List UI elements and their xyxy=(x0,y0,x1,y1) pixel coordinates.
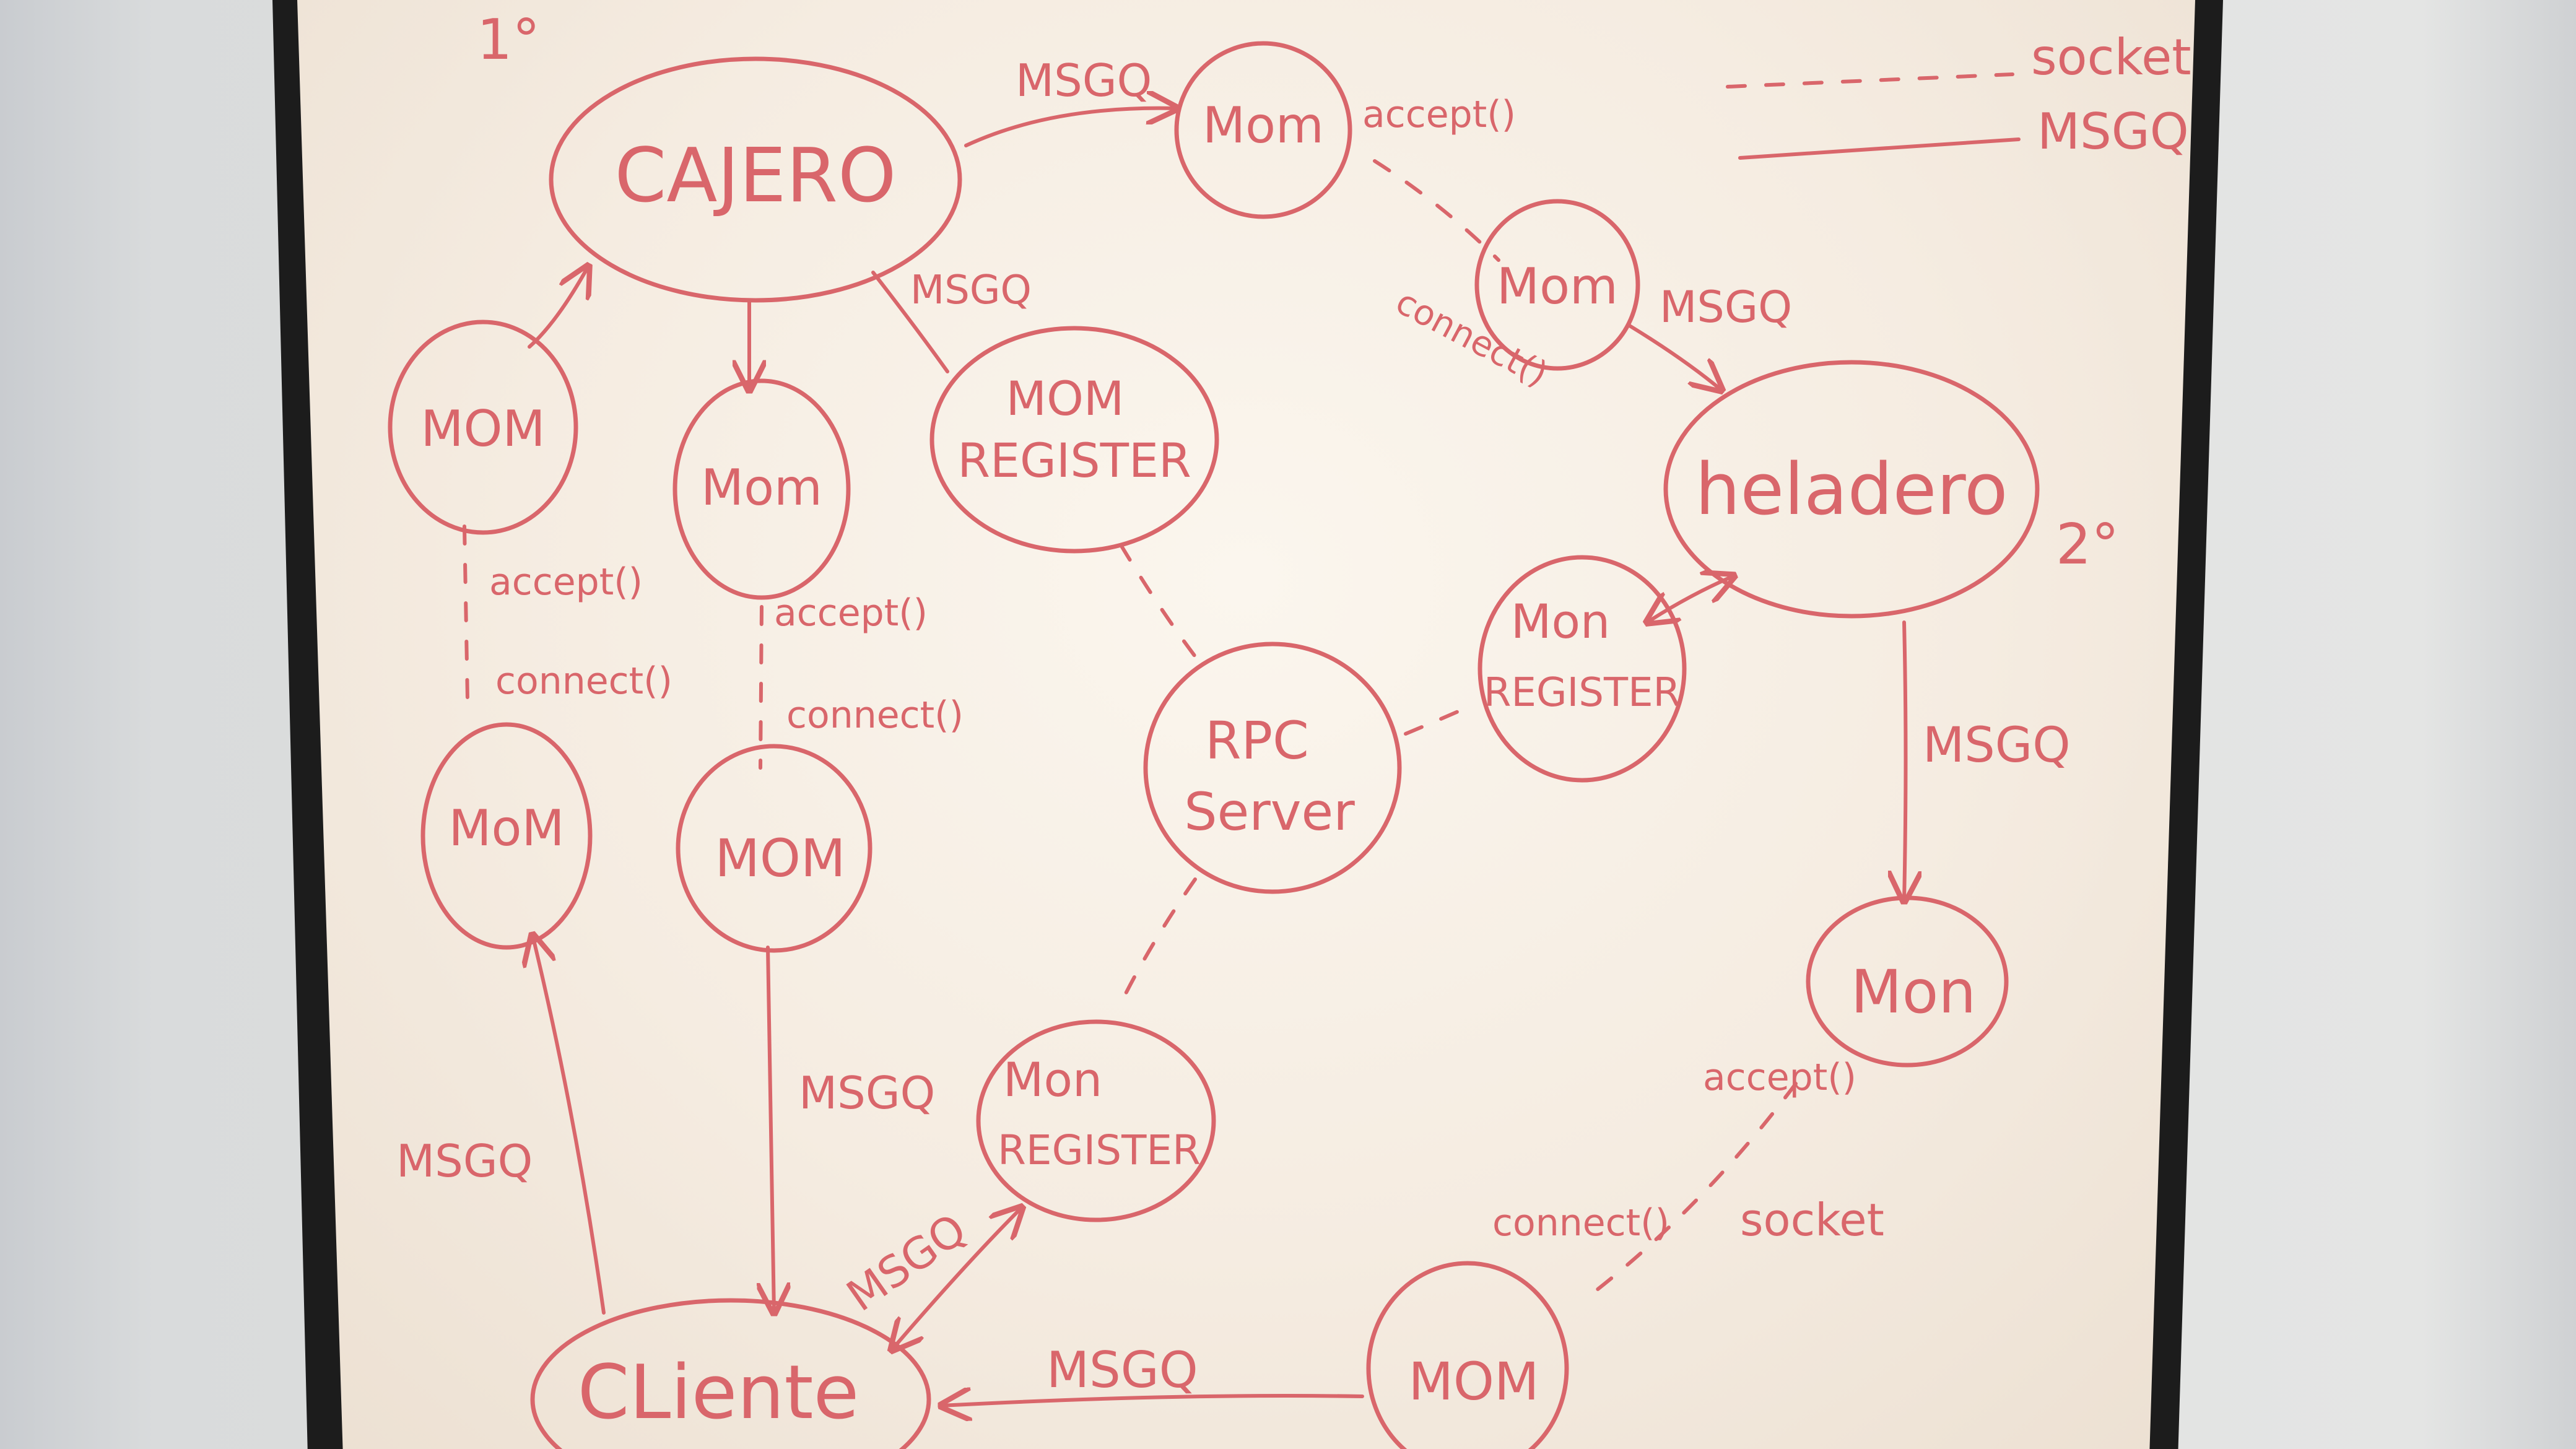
legend-msgq-label: MSGQ xyxy=(2037,103,2189,160)
edge-mom-center-left-mom-lower-center xyxy=(759,605,764,770)
node-mom-top-label: Mom xyxy=(1203,97,1324,154)
edge-mom-left-mom-lower-left xyxy=(463,524,469,702)
node-mom-register-right-label-2: REGISTER xyxy=(1484,670,1681,716)
edge-label-mom-bottom-cliente: MSGQ xyxy=(1046,1341,1198,1399)
edge-heladero-mom-bottom-right xyxy=(1904,620,1906,901)
node-mom-left: MOM xyxy=(388,320,578,535)
node-cajero-label: CAJERO xyxy=(615,133,897,219)
legend-msgq-line xyxy=(1738,137,2021,160)
node-cliente-label: CLiente xyxy=(578,1350,859,1436)
node-heladero: heladero xyxy=(1663,360,2040,619)
edge-label-left-accept: accept() xyxy=(489,560,643,604)
edge-label-cliente-register: MSGQ xyxy=(838,1204,975,1321)
order-label-second: 2° xyxy=(2056,512,2119,577)
edge-label-mom-top-accept: accept() xyxy=(1362,93,1516,136)
node-rpc-server-label-2: Server xyxy=(1184,781,1355,842)
node-rpc-server: RPC Server xyxy=(1143,642,1402,894)
node-mom-top: Mom xyxy=(1174,41,1352,219)
node-mom-center-left-label: Mom xyxy=(701,459,822,516)
node-mom-bottom: MOM xyxy=(1366,1261,1569,1449)
edge-cajero-mom-register-top xyxy=(871,271,949,373)
node-mom-register-top: MOM REGISTER xyxy=(929,326,1219,554)
whiteboard xyxy=(297,0,2195,1449)
node-mom-register-bottom: Mon REGISTER xyxy=(976,1019,1216,1222)
edge-rpc-register-bottom xyxy=(1119,877,1197,1005)
edge-label-center-accept: accept() xyxy=(774,591,928,635)
edge-cliente-register-bottom xyxy=(892,1208,1022,1350)
node-mom-right-upper-label: Mom xyxy=(1497,258,1618,315)
edge-cliente-mom-lower-left xyxy=(533,935,606,1315)
node-mom-register-bottom-label-1: Mon xyxy=(1003,1052,1102,1107)
node-cajero: CAJERO xyxy=(549,56,962,303)
node-rpc-server-label-1: RPC xyxy=(1205,710,1309,771)
legend-socket-label: socket xyxy=(2031,28,2191,86)
node-mom-register-bottom-label-2: REGISTER xyxy=(998,1126,1201,1174)
node-mom-lower-center: MOM xyxy=(676,744,872,953)
edge-label-bottom-right-accept: accept() xyxy=(1703,1056,1856,1099)
node-mom-bottom-label: MOM xyxy=(1408,1351,1539,1412)
edge-rpc-register-right xyxy=(1404,704,1473,736)
edge-mom-left-cajero xyxy=(528,266,588,349)
edge-mom-top-mom-right-upper xyxy=(1373,159,1500,262)
edge-label-bottom-connect: connect() xyxy=(1492,1201,1669,1245)
edge-mom-lower-center-cliente xyxy=(768,946,774,1313)
edge-label-heladero-mom: MSGQ xyxy=(1923,718,2071,773)
edge-label-bottom-socket: socket xyxy=(1740,1194,1884,1246)
edge-label-cliente-mom-lower-left: MSGQ xyxy=(396,1135,533,1187)
edge-register-top-rpc xyxy=(1119,543,1197,658)
order-label-first: 1° xyxy=(477,7,540,72)
node-mom-register-right: Mon REGISTER xyxy=(1477,555,1687,783)
node-mom-bottom-right-label: Mon xyxy=(1851,957,1976,1027)
edge-label-cliente-mom-lower-center: MSGQ xyxy=(799,1067,935,1119)
node-mom-lower-left: MoM xyxy=(420,722,593,950)
edge-label-left-connect: connect() xyxy=(495,659,672,703)
node-heladero-label: heladero xyxy=(1695,448,2008,531)
edge-mom-bottom-right-mom-bottom xyxy=(1590,1082,1798,1296)
edge-cajero-mom-top xyxy=(964,108,1177,147)
legend-socket-line xyxy=(1726,72,2014,89)
node-mom-bottom-right: Mon xyxy=(1806,895,2009,1068)
edge-label-mom-right-heladero: MSGQ xyxy=(1660,282,1792,333)
edge-label-center-connect: connect() xyxy=(786,694,964,737)
edge-mom-bottom-cliente xyxy=(941,1396,1364,1406)
edge-label-cajero-register: MSGQ xyxy=(910,268,1032,313)
node-cliente: CLiente xyxy=(530,1298,931,1449)
edge-mom-right-heladero xyxy=(1627,323,1721,390)
node-mom-register-top-label-2: REGISTER xyxy=(957,433,1191,488)
edge-label-cajero-mom-top: MSGQ xyxy=(1016,54,1152,107)
node-mom-register-top-label-1: MOM xyxy=(1006,371,1125,426)
node-mom-left-label: MOM xyxy=(420,400,545,458)
node-mom-register-right-label-1: Mon xyxy=(1511,594,1610,649)
node-mom-lower-center-label: MOM xyxy=(715,828,845,889)
node-mom-right-upper: Mom xyxy=(1474,199,1640,371)
node-mom-center-left: Mom xyxy=(672,378,851,600)
node-mom-lower-left-label: MoM xyxy=(449,799,565,857)
